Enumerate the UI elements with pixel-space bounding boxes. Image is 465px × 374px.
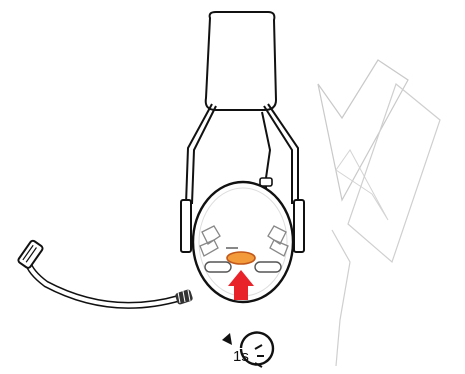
ear-cup [191, 180, 295, 304]
timer-label: 1s [233, 348, 249, 365]
rotate-timer-icon: 1s [222, 331, 275, 368]
side-rails [180, 199, 305, 253]
checkmark-icon [317, 59, 441, 367]
power-button[interactable] [226, 251, 256, 265]
mic-joint [175, 289, 193, 305]
cable-clip [259, 177, 273, 187]
headband-wires [185, 103, 299, 205]
mic-head [17, 239, 44, 269]
mic-boom [17, 239, 193, 309]
red-up-arrow-icon [228, 270, 254, 300]
headband-pad [204, 11, 278, 111]
